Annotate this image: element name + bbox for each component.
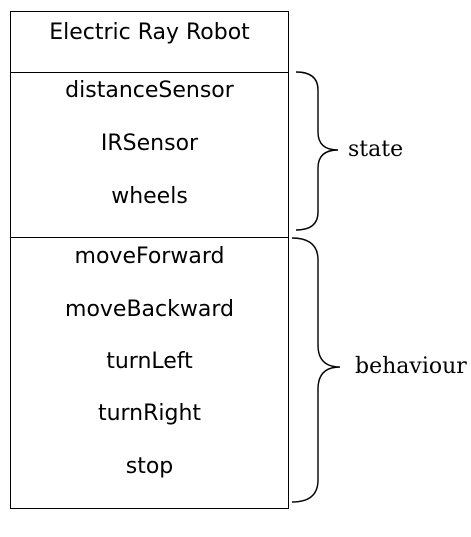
class-title: Electric Ray Robot — [49, 20, 250, 45]
state-item-ir-sensor: IRSensor — [100, 131, 199, 156]
state-item-wheels: wheels — [111, 184, 188, 209]
behaviour-item-stop: stop — [125, 454, 174, 479]
behaviour-item-turn-left: turnLeft — [106, 349, 193, 374]
behaviour-label: behaviour — [355, 354, 467, 379]
class-diagram-box: Electric Ray Robot distanceSensor IRSens… — [10, 11, 289, 509]
behaviour-item-turn-right: turnRight — [97, 401, 202, 426]
class-title-section: Electric Ray Robot — [11, 12, 288, 73]
state-brace — [295, 71, 339, 231]
state-section: distanceSensor IRSensor wheels — [11, 73, 288, 238]
behaviour-item-move-backward: moveBackward — [65, 297, 234, 322]
state-item-distance-sensor: distanceSensor — [65, 78, 234, 103]
behaviour-brace — [291, 237, 341, 503]
state-label: state — [348, 137, 404, 162]
behaviour-section: moveForward moveBackward turnLeft turnRi… — [11, 238, 288, 508]
behaviour-item-move-forward: moveForward — [74, 244, 225, 269]
